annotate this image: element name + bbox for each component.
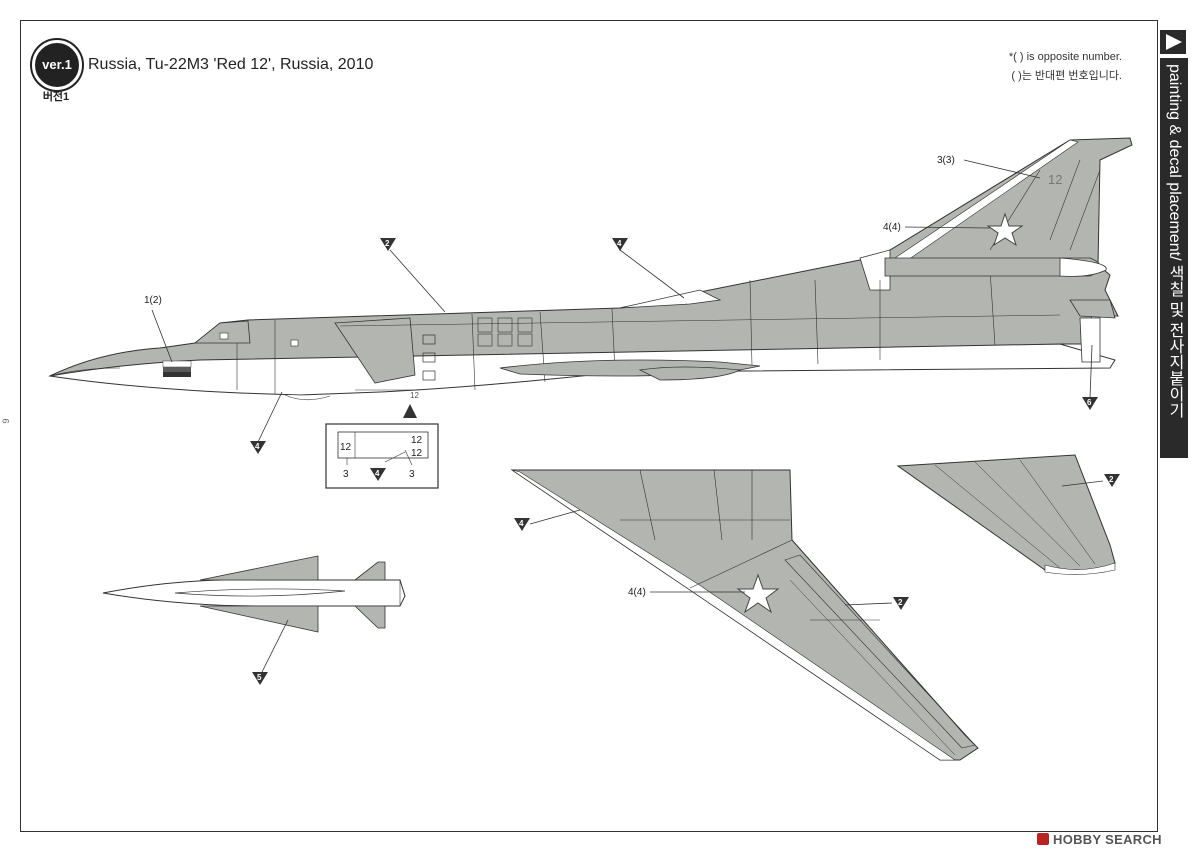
opposite-number-note-kr: ( )는 반대편 번호입니다. (1011, 70, 1122, 82)
marker-spine: 4 (612, 238, 628, 251)
tail-number-decal: 12 (1048, 172, 1062, 187)
fuselage-code-decal: 12 (410, 391, 419, 400)
version-badge: ver.1 (32, 40, 82, 90)
main-wing-top-view (510, 469, 979, 761)
version-label: ver.1 (42, 57, 72, 72)
svg-text:2: 2 (385, 239, 390, 248)
opposite-number-note-en: *( ) is opposite number. (1008, 51, 1122, 63)
fuselage-side-view (48, 137, 1133, 401)
section-side-tab: painting & decal placement/ 색칠 및 전사지붙이기 (1160, 58, 1188, 458)
svg-text:12: 12 (411, 448, 423, 459)
outer-wing-panel (896, 454, 1116, 575)
watermark: HOBBY SEARCH (1037, 832, 1162, 847)
inset-marker: 4 (375, 469, 380, 478)
page-title: Russia, Tu-22M3 'Red 12', Russia, 2010 (88, 56, 374, 73)
tail-star-decal (986, 212, 1024, 247)
marker-wing-small: 2 (1104, 474, 1120, 487)
inset-num-right: 3 (409, 469, 415, 480)
page-frame (20, 20, 1158, 832)
svg-text:2: 2 (1109, 475, 1114, 484)
version-korean-label: 버전1 (42, 91, 70, 103)
svg-text:4: 4 (255, 442, 260, 451)
marker-wing-leading-edge: 4 (514, 518, 530, 531)
svg-text:12: 12 (340, 442, 352, 453)
callout-leader-lines (151, 159, 1093, 443)
marker-wing-upper: 2 (893, 597, 909, 610)
marker-fuselage-top: 2 (380, 238, 396, 251)
watermark-logo-icon (1037, 833, 1049, 845)
marker-exhaust: 6 (1082, 397, 1098, 410)
callout-decal-3-3: 3(3) (937, 155, 955, 166)
svg-text:4: 4 (519, 519, 524, 528)
marker-lower-fuselage: 4 (250, 441, 266, 454)
callout-decal-1-2: 1(2) (144, 295, 162, 306)
svg-text:12: 12 (411, 435, 423, 446)
wing-star-decal (736, 573, 780, 614)
watermark-text: HOBBY SEARCH (1053, 832, 1162, 847)
svg-text:6: 6 (1087, 398, 1092, 407)
callout-decal-4-4-wing: 4(4) (628, 587, 646, 598)
callout-decal-4-4-tail: 4(4) (883, 222, 901, 233)
marker-missile: 5 (252, 672, 268, 685)
russian-flag-decal (162, 360, 192, 377)
inset-num-left: 3 (343, 469, 349, 480)
svg-text:4: 4 (617, 239, 622, 248)
detail-inset: 12 12 12 3 3 4 (325, 404, 439, 489)
svg-text:5: 5 (257, 673, 262, 682)
side-tab-arrow-icon (1166, 34, 1182, 50)
missile-side-view (102, 555, 406, 633)
svg-text:2: 2 (898, 598, 903, 607)
